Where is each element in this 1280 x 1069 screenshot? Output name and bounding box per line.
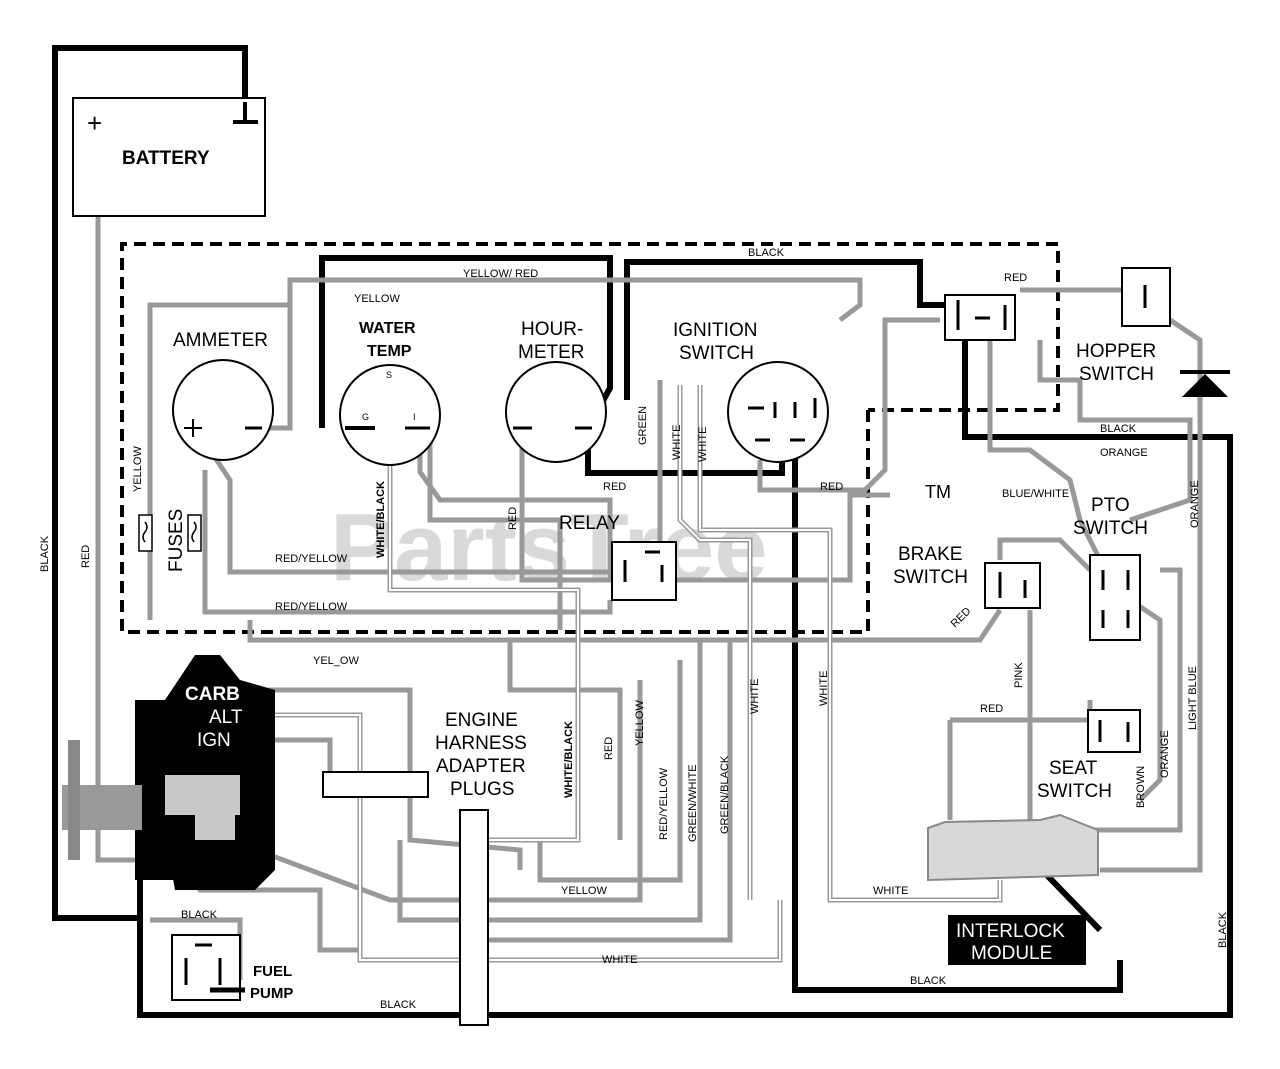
relay: RELAY — [559, 513, 677, 601]
wire-yellow-plug: YELLOW — [634, 700, 646, 746]
wire-orange-seat: ORANGE — [1159, 730, 1171, 778]
battery: + BATTERY — [72, 97, 266, 217]
ign-label: IGN — [197, 730, 231, 751]
watermark-tm: TM — [925, 482, 951, 502]
alt-label: ALT — [209, 707, 243, 728]
wire-white-black-temp: WHITE/BLACK — [375, 481, 387, 558]
wire-red-brake: RED — [949, 605, 974, 630]
brake-switch-label-1: BRAKE — [898, 544, 962, 565]
wire-blue-white: BLUE/WHITE — [1002, 488, 1069, 500]
engine-harness-label-2: HARNESS — [435, 733, 527, 754]
wire-red-relay: RED — [507, 507, 519, 530]
fuel-pump: FUEL PUMP — [171, 934, 293, 1002]
carb-label: CARB — [185, 684, 240, 705]
gauge-s-terminal: S — [386, 370, 392, 380]
wire-red-hopper: RED — [1004, 272, 1027, 284]
wire-black-top: BLACK — [748, 247, 785, 259]
fuel-pump-label-1: FUEL — [253, 963, 292, 980]
engine-harness-label-3: ADAPTER — [436, 756, 526, 777]
hour-meter-label-2: METER — [518, 342, 585, 363]
diode-icon — [1180, 370, 1230, 397]
wire-red-left: RED — [80, 545, 92, 568]
pto-switch-label-2: SWITCH — [1073, 518, 1148, 539]
wire-white-ign-1: WHITE — [671, 425, 683, 460]
wire-yellow-red: YELLOW/ RED — [463, 268, 538, 280]
wire-red-yellow-plug: RED/YELLOW — [658, 767, 670, 840]
wire-pink: PINK — [1013, 662, 1025, 688]
wire-labels: BLACK RED YELLOW BLACK YELLOW/ RED YELLO… — [39, 247, 1229, 1011]
wire-orange-right: ORANGE — [1100, 447, 1148, 459]
brake-switch-label-2: SWITCH — [893, 567, 968, 588]
wire-green-white: GREEN/WHITE — [687, 764, 699, 842]
wire-white-black-plug: WHITE/BLACK — [563, 721, 575, 798]
seat-switch-label-2: SWITCH — [1037, 781, 1112, 802]
dash-panel-outline — [120, 242, 1060, 634]
harness-plugs: ENGINE HARNESS ADAPTER PLUGS — [322, 710, 527, 1026]
ignition-switch: IGNITION SWITCH — [673, 320, 829, 463]
ignition-switch-label-2: SWITCH — [679, 343, 754, 364]
wire-black-interlock: BLACK — [910, 975, 947, 987]
engine: CARB ALT IGN — [62, 655, 275, 890]
wire-red-yellow-2: RED/YELLOW — [275, 601, 348, 613]
hour-meter-label-1: HOUR- — [521, 319, 583, 340]
hopper-relay — [944, 294, 1016, 341]
water-temp-label-2: TEMP — [367, 343, 412, 360]
relay-label: RELAY — [559, 513, 620, 534]
interlock-module: INTERLOCK MODULE — [927, 813, 1099, 965]
pto-switch-label-1: PTO — [1091, 495, 1130, 516]
watermark: PartsTree — [330, 494, 768, 601]
interlock-module-label-1: INTERLOCK — [956, 921, 1065, 942]
wire-red-ign-2: RED — [820, 481, 843, 493]
battery-plus: + — [87, 108, 102, 138]
brake-switch: BRAKE SWITCH — [893, 544, 1041, 609]
hour-meter: HOUR- METER — [505, 319, 607, 463]
hopper-switch: HOPPER SWITCH — [1076, 267, 1171, 385]
wire-white-mid-2: WHITE — [818, 671, 830, 706]
wire-yellow-top: YELLOW — [354, 293, 400, 305]
wire-black-pump: BLACK — [181, 909, 218, 921]
ignition-switch-label-1: IGNITION — [673, 320, 757, 341]
wire-black-left: BLACK — [39, 535, 51, 572]
wire-light-blue: LIGHT BLUE — [1187, 666, 1199, 730]
fuses-label: FUSES — [166, 509, 187, 572]
wire-yellow-left: YELLOW — [132, 446, 144, 492]
wire-yellow-bottom: YELLOW — [561, 885, 607, 897]
wire-red-seat: RED — [980, 703, 1003, 715]
wire-red-yellow-1: RED/YELLOW — [275, 553, 348, 565]
hopper-switch-label-2: SWITCH — [1079, 364, 1154, 385]
seat-switch: SEAT SWITCH — [1037, 709, 1141, 802]
fuses: FUSES — [138, 509, 202, 572]
wire-green: GREEN — [637, 406, 649, 445]
engine-harness-label-4: PLUGS — [450, 779, 514, 800]
wire-brown: BROWN — [1135, 766, 1147, 808]
wire-red-plug: RED — [603, 737, 615, 760]
fuel-pump-label-2: PUMP — [250, 985, 293, 1002]
wire-white-interlock: WHITE — [873, 885, 908, 897]
ammeter-label: AMMETER — [173, 330, 268, 351]
engine-harness-label-1: ENGINE — [445, 710, 518, 731]
battery-label: BATTERY — [122, 148, 210, 169]
wire-green-black: GREEN/BLACK — [719, 755, 731, 834]
seat-switch-label-1: SEAT — [1049, 758, 1098, 779]
wire-black-bottom: BLACK — [380, 999, 417, 1011]
water-temp-gauge: S G I WATER TEMP — [339, 320, 441, 466]
ammeter: AMMETER — [172, 330, 274, 461]
wire-black-right: BLACK — [1100, 423, 1137, 435]
wire-white-bottom: WHITE — [602, 954, 637, 966]
wire-black-far-right: BLACK — [1217, 911, 1229, 948]
white-wire-cores — [255, 380, 1001, 961]
pto-switch: PTO SWITCH — [1073, 495, 1148, 641]
gauge-i-terminal: I — [413, 412, 416, 422]
interlock-module-label-2: MODULE — [971, 943, 1052, 964]
wire-white-ign-2: WHITE — [697, 427, 709, 462]
wire-orange-vertical: ORANGE — [1189, 480, 1201, 528]
wire-red-ign-1: RED — [603, 481, 626, 493]
water-temp-label-1: WATER — [359, 320, 416, 337]
wire-yellow-mid: YEL_OW — [313, 655, 359, 667]
hopper-switch-label-1: HOPPER — [1076, 341, 1156, 362]
wire-white-mid-1: WHITE — [749, 679, 761, 714]
gauge-g-terminal: G — [362, 412, 369, 422]
